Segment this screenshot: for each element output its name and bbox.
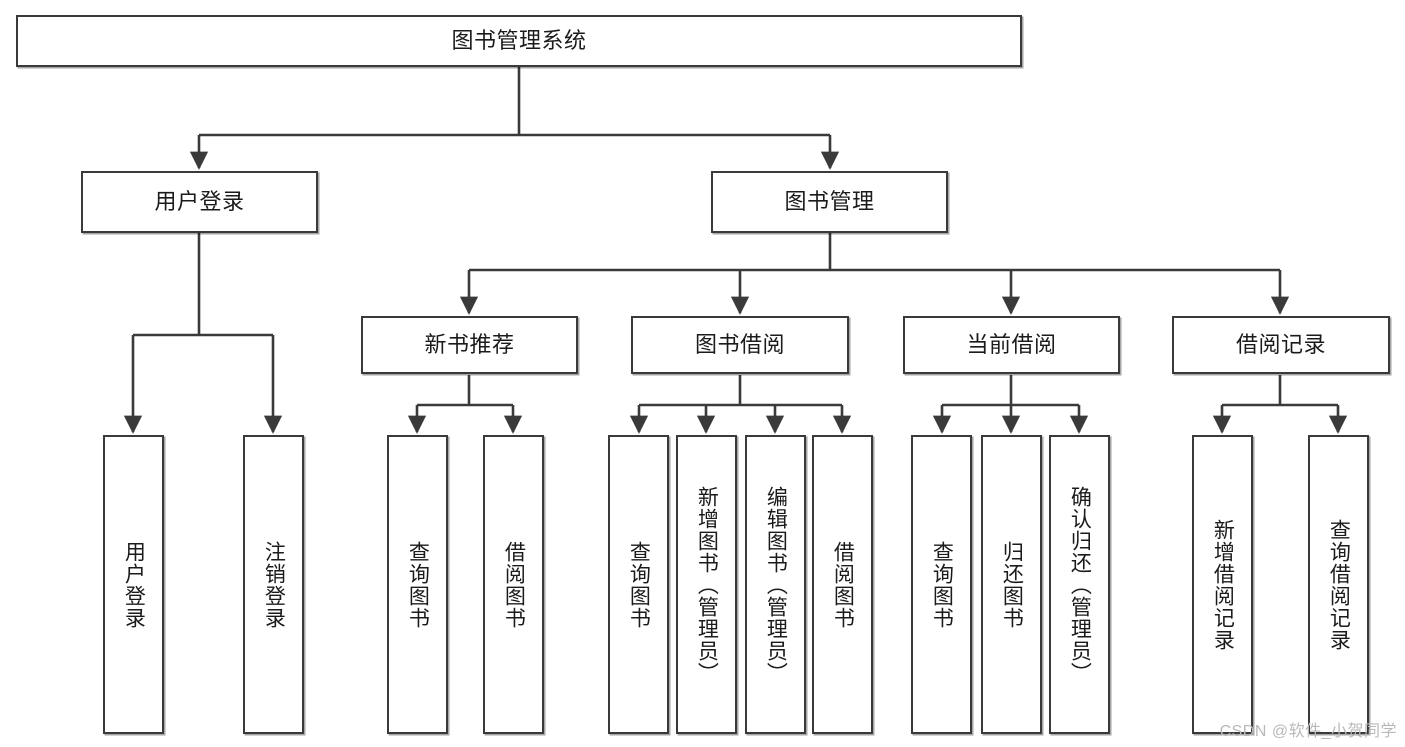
node-leaf-query-record[interactable]: 查询借阅记录: [1308, 435, 1369, 734]
node-leaf-user-login-label: 用户登录: [122, 540, 146, 629]
csdn-watermark: CSDN @软件_小贺同学: [1219, 723, 1397, 740]
node-leaf-edit-book-label: 编辑图书（管理员）: [764, 485, 788, 684]
node-leaf-add-book[interactable]: 新增图书（管理员）: [676, 435, 737, 734]
node-leaf-user-login[interactable]: 用户登录: [103, 435, 164, 734]
node-leaf-add-record-label: 新增借阅记录: [1211, 518, 1235, 651]
node-leaf-confirm-return-label: 确认归还（管理员）: [1068, 485, 1092, 684]
node-user-login[interactable]: 用户登录: [81, 171, 318, 233]
node-current-borrow-label: 当前借阅: [966, 331, 1057, 357]
node-leaf-borrow-book-2-label: 借阅图书: [831, 540, 855, 629]
node-leaf-query-book-1-label: 查询图书: [406, 540, 430, 629]
node-book-management[interactable]: 图书管理: [711, 171, 948, 233]
node-leaf-query-book-2[interactable]: 查询图书: [608, 435, 669, 734]
node-leaf-edit-book[interactable]: 编辑图书（管理员）: [745, 435, 806, 734]
node-root[interactable]: 图书管理系统: [16, 15, 1022, 67]
node-book-borrow[interactable]: 图书借阅: [631, 316, 849, 374]
node-leaf-borrow-book-2[interactable]: 借阅图书: [812, 435, 873, 734]
node-book-management-label: 图书管理: [784, 188, 875, 214]
node-leaf-borrow-book-1-label: 借阅图书: [502, 540, 526, 629]
node-current-borrow[interactable]: 当前借阅: [903, 316, 1120, 374]
node-new-book-recommend[interactable]: 新书推荐: [361, 316, 578, 374]
node-user-login-label: 用户登录: [154, 188, 245, 214]
node-leaf-query-book-3[interactable]: 查询图书: [911, 435, 972, 734]
node-leaf-return-book[interactable]: 归还图书: [981, 435, 1042, 734]
node-new-book-recommend-label: 新书推荐: [424, 331, 515, 357]
node-root-label: 图书管理系统: [451, 27, 587, 53]
node-borrow-record-label: 借阅记录: [1235, 331, 1326, 357]
node-leaf-query-record-label: 查询借阅记录: [1327, 518, 1351, 651]
node-leaf-add-book-label: 新增图书（管理员）: [695, 485, 719, 684]
node-leaf-confirm-return[interactable]: 确认归还（管理员）: [1049, 435, 1110, 734]
node-leaf-query-book-3-label: 查询图书: [930, 540, 954, 629]
node-leaf-logout-login[interactable]: 注销登录: [243, 435, 304, 734]
node-leaf-logout-login-label: 注销登录: [262, 540, 286, 629]
node-leaf-borrow-book-1[interactable]: 借阅图书: [483, 435, 544, 734]
node-leaf-query-book-1[interactable]: 查询图书: [387, 435, 448, 734]
node-leaf-return-book-label: 归还图书: [1000, 540, 1024, 629]
node-book-borrow-label: 图书借阅: [694, 331, 785, 357]
node-leaf-add-record[interactable]: 新增借阅记录: [1192, 435, 1253, 734]
node-leaf-query-book-2-label: 查询图书: [627, 540, 651, 629]
node-borrow-record[interactable]: 借阅记录: [1172, 316, 1390, 374]
